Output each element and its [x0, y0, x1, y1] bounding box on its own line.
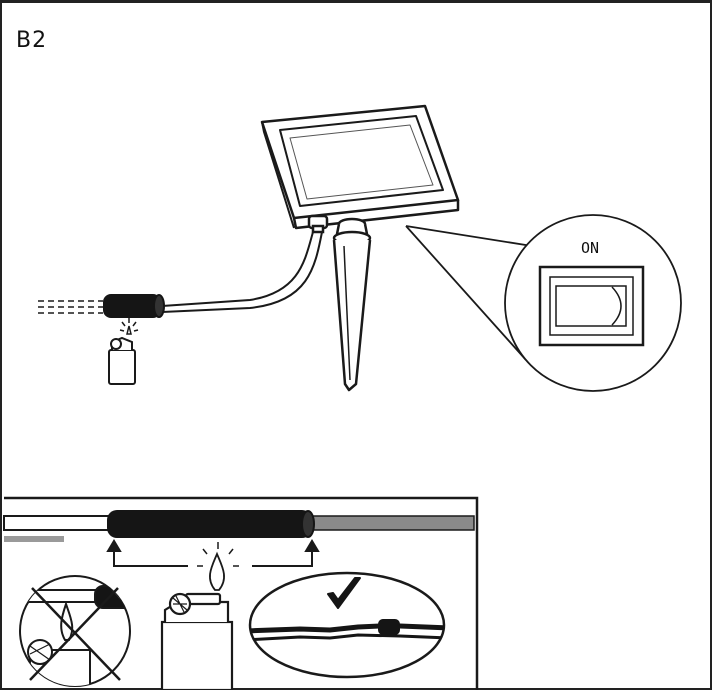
detail-cable	[3, 510, 475, 542]
lighter-flame-icon	[160, 542, 239, 690]
prohibited-icon	[19, 575, 131, 687]
ground-spike-icon	[332, 217, 372, 392]
cable	[161, 231, 323, 313]
detail-panel	[4, 496, 479, 690]
wire-dashes	[38, 300, 103, 314]
switch-callout-icon	[405, 214, 682, 392]
panel-connector	[307, 214, 329, 234]
heat-shrink-tube-icon	[103, 294, 165, 318]
lighter-icon	[108, 318, 139, 385]
check-icon	[248, 571, 446, 679]
shrink-indicator	[106, 539, 320, 567]
step-label: B2	[16, 28, 48, 53]
switch-on-label: ON	[581, 239, 600, 257]
solar-panel-icon	[260, 104, 460, 230]
